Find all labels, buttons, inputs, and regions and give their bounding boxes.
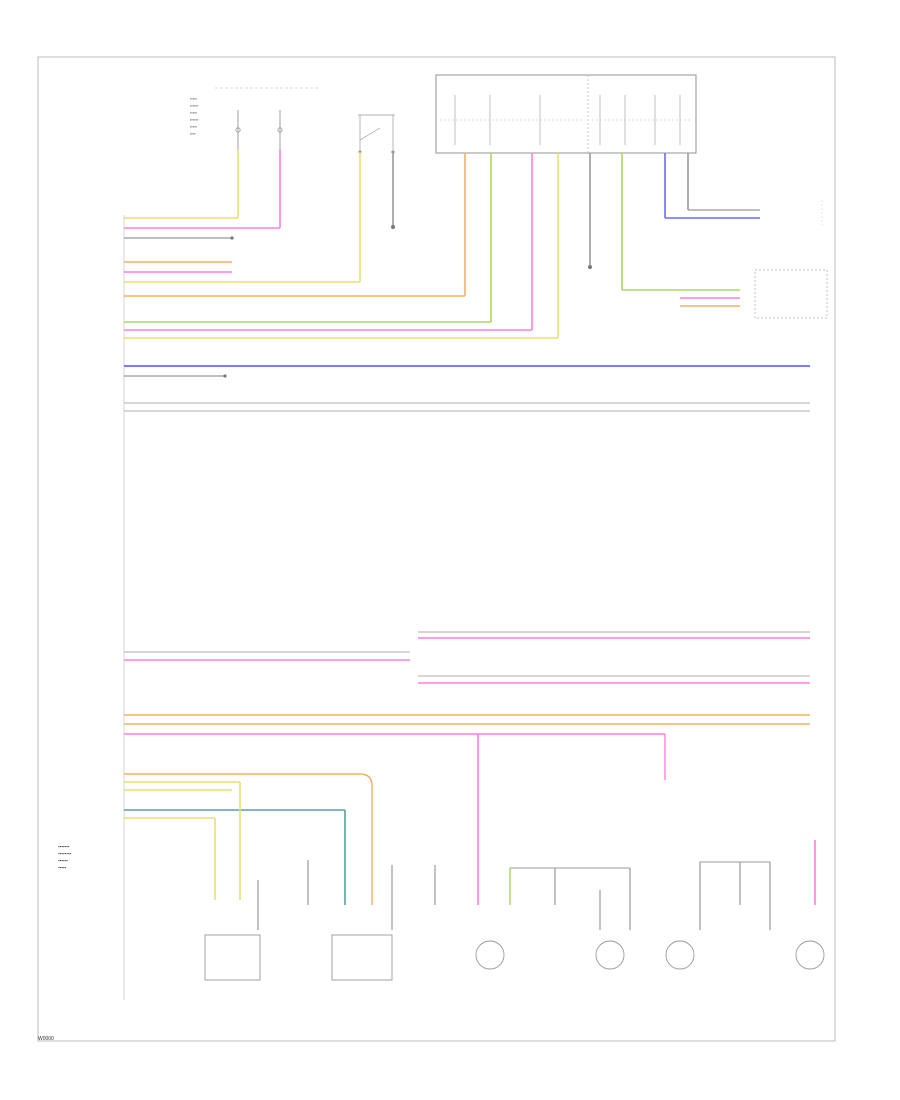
svg-text:▪▪▪▪▪▪▪: ▪▪▪▪▪▪▪: [58, 844, 70, 849]
svg-text:▪▪▪▪▪: ▪▪▪▪▪: [58, 865, 67, 870]
right-side-marker-lamp: [665, 940, 695, 970]
ground-symbols: [391, 225, 592, 269]
svg-text:▪▪▪▪▪: ▪▪▪▪▪: [190, 110, 198, 115]
switch-pins: [237, 150, 689, 338]
battery-junction-box: ▪▪▪▪▪ ▪▪▪▪▪▪ ▪▪▪▪▪ ▪▪▪▪▪▪ ▪▪▪▪▪ ▪▪▪▪: [190, 87, 320, 150]
svg-text:▪▪▪▪▪: ▪▪▪▪▪: [190, 96, 198, 101]
right-rear-lamp: [795, 940, 825, 970]
svg-text:▪▪▪▪▪▪: ▪▪▪▪▪▪: [190, 117, 199, 122]
lamp-pins: [257, 860, 771, 930]
right-front-park-lamp: [204, 934, 261, 981]
svg-text:▪▪▪▪▪▪▪▪: ▪▪▪▪▪▪▪▪: [58, 851, 71, 856]
left-front-park-lamp: [331, 934, 393, 981]
left-side-marker-lamp: [475, 940, 505, 970]
left-rear-lamp: [595, 940, 625, 970]
footer-code: W0000: [38, 1036, 54, 1042]
harness-wires: [124, 217, 816, 905]
svg-text:▪▪▪▪: ▪▪▪▪: [190, 131, 196, 136]
diagram-frame: [37, 56, 836, 1042]
high-beam-relay: [358, 114, 395, 154]
svg-text:▪▪▪▪▪: ▪▪▪▪▪: [190, 124, 198, 129]
right-connectors: [622, 200, 828, 319]
svg-text:▪▪▪▪▪▪: ▪▪▪▪▪▪: [190, 103, 199, 108]
svg-text:▪▪▪▪▪▪: ▪▪▪▪▪▪: [58, 858, 68, 863]
lamps: [204, 934, 825, 981]
headlamp-switch: [435, 74, 697, 154]
